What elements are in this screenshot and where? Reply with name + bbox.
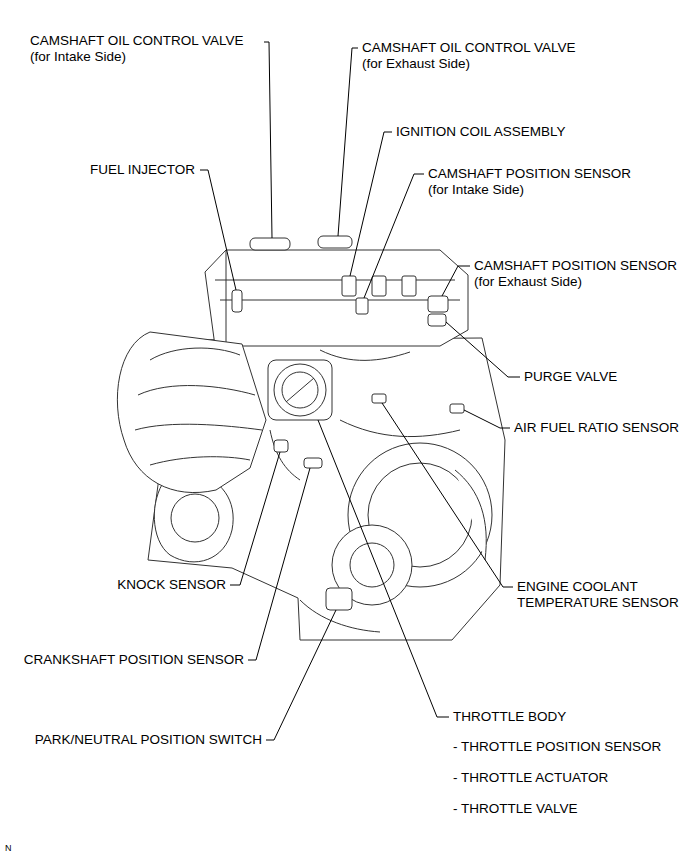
cam-sensor <box>356 298 368 314</box>
part-label-text: - THROTTLE VALVE <box>453 801 578 816</box>
leader-line <box>248 468 310 660</box>
part-label: CAMSHAFT OIL CONTROL VALVE (for Intake S… <box>30 33 258 65</box>
part-label: N <box>5 840 12 855</box>
part-label: THROTTLE BODY <box>453 709 566 725</box>
part-label-text: N <box>5 843 12 853</box>
throttle-body <box>274 364 326 416</box>
part-label-text: - THROTTLE POSITION SENSOR <box>453 739 661 754</box>
park-neutral-switch <box>326 588 352 610</box>
ignition-coil <box>402 276 416 296</box>
cylinder-head <box>205 250 468 346</box>
leader-line <box>446 322 520 377</box>
part-label-text: CAMSHAFT POSITION SENSOR (for Exhaust Si… <box>474 258 677 289</box>
intake-runner <box>135 348 262 465</box>
engine-drawing <box>117 236 505 640</box>
leader-line <box>364 174 424 298</box>
part-label-text: FUEL INJECTOR <box>90 162 195 177</box>
part-label: KNOCK SENSOR <box>117 577 226 593</box>
leader-line <box>338 48 358 236</box>
part-label: ENGINE COOLANT TEMPERATURE SENSOR <box>517 579 685 611</box>
ocv <box>318 236 352 248</box>
knock-sensor <box>274 440 288 452</box>
purge-valve <box>428 314 446 326</box>
part-label: FUEL INJECTOR <box>90 162 195 178</box>
part-label-text: PURGE VALVE <box>524 369 617 384</box>
part-label-text: CAMSHAFT POSITION SENSOR (for Intake Sid… <box>428 166 631 197</box>
fuel-injector <box>232 290 242 312</box>
part-label: PURGE VALVE <box>524 369 617 385</box>
coolant-temp-sensor <box>372 394 386 403</box>
leader-line <box>382 403 513 587</box>
part-label-text: PARK/NEUTRAL POSITION SWITCH <box>35 732 262 747</box>
part-label-text: THROTTLE BODY <box>453 709 566 724</box>
part-label: CRANKSHAFT POSITION SENSOR <box>24 652 244 668</box>
part-label: IGNITION COIL ASSEMBLY <box>396 124 566 140</box>
part-label: AIR FUEL RATIO SENSOR <box>514 420 679 436</box>
leader-lines <box>200 42 520 740</box>
part-label: - THROTTLE POSITION SENSOR <box>453 739 661 755</box>
af-sensor <box>450 404 464 413</box>
part-label-text: IGNITION COIL ASSEMBLY <box>396 124 566 139</box>
leader-line <box>464 410 510 428</box>
leader-line <box>230 452 280 585</box>
ignition-coil <box>372 276 386 296</box>
ocv <box>250 238 290 250</box>
part-label-text: AIR FUEL RATIO SENSOR <box>514 420 679 435</box>
intake-manifold <box>117 332 266 493</box>
crank-sensor <box>304 458 322 468</box>
cam-sensor <box>428 296 448 312</box>
part-label-text: CRANKSHAFT POSITION SENSOR <box>24 652 244 667</box>
throttle-valve <box>282 372 318 408</box>
leader-line <box>350 132 392 276</box>
part-label: CAMSHAFT POSITION SENSOR (for Intake Sid… <box>428 166 642 198</box>
transaxle-case <box>350 543 394 587</box>
leader-line <box>442 266 470 296</box>
part-label-text: CAMSHAFT OIL CONTROL VALVE (for Intake S… <box>30 33 244 64</box>
part-label-text: - THROTTLE ACTUATOR <box>453 770 608 785</box>
leader-line <box>318 420 449 717</box>
cylinder-head <box>215 250 460 346</box>
crank-pulley <box>171 494 219 542</box>
throttle-body <box>268 360 332 420</box>
part-label: CAMSHAFT POSITION SENSOR (for Exhaust Si… <box>474 258 686 290</box>
part-label: PARK/NEUTRAL POSITION SWITCH <box>35 732 262 748</box>
part-label: - THROTTLE ACTUATOR <box>453 770 608 786</box>
part-label-text: KNOCK SENSOR <box>117 577 226 592</box>
hose <box>270 350 460 480</box>
part-label: - THROTTLE VALVE <box>453 801 578 817</box>
leader-line <box>264 42 272 238</box>
part-label-text: ENGINE COOLANT TEMPERATURE SENSOR <box>517 579 679 610</box>
ignition-coil <box>342 276 356 296</box>
throttle-valve <box>286 378 314 402</box>
leader-line <box>266 610 336 740</box>
leader-line <box>200 170 236 290</box>
part-label: CAMSHAFT OIL CONTROL VALVE (for Exhaust … <box>362 40 590 72</box>
part-label-text: CAMSHAFT OIL CONTROL VALVE (for Exhaust … <box>362 40 576 71</box>
